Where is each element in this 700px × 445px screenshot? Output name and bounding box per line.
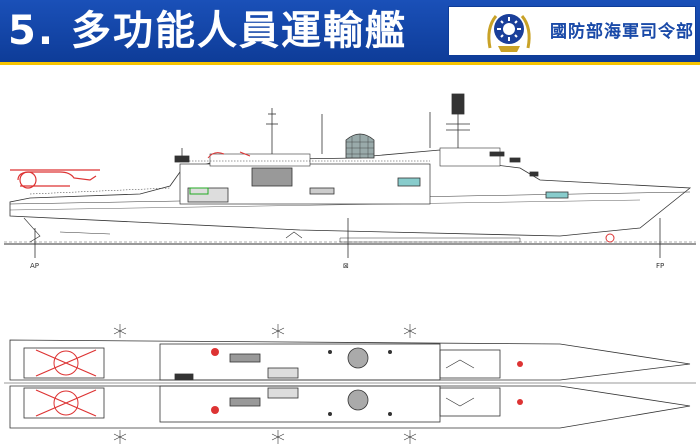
page-title: 5. 多功能人員運輸艦 (8, 8, 407, 54)
accent-stripe (0, 62, 700, 65)
ship-drawing: AP ⊠ FP (4, 93, 696, 444)
navy-emblem-icon (487, 14, 531, 52)
plan-view-station-marks (113, 324, 417, 444)
plan-view (4, 339, 696, 429)
station-label-fp: FP (656, 262, 664, 270)
side-profile-view (4, 93, 696, 258)
station-label-mid: ⊠ (343, 262, 349, 270)
helicopter-icon (10, 169, 100, 189)
station-label-ap: AP (30, 262, 39, 270)
org-label: 國防部海軍司令部 (550, 22, 694, 42)
